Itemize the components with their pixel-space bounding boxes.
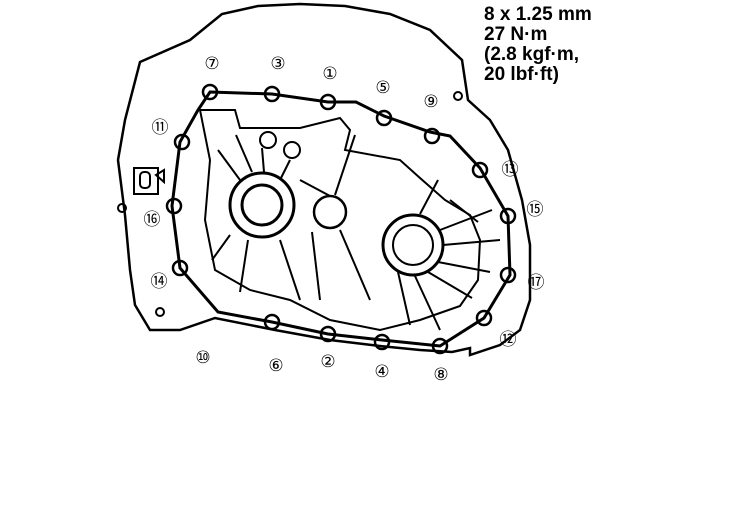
bolt-size: 8 x 1.25 mm: [484, 4, 592, 25]
bolt-number-1: ①: [322, 64, 337, 84]
torque-lbf: 20 lbf·ft): [484, 64, 559, 85]
bolt-hole-6: [263, 313, 281, 331]
torque-nm: 27 N·m: [484, 24, 548, 45]
differential-bore-inner: [392, 224, 434, 266]
left-bracket: [133, 167, 165, 195]
shift-shaft-hole-1: [259, 131, 277, 149]
bolts-layer: [165, 83, 517, 355]
bolt-hole-4: [373, 333, 391, 351]
bolt-hole-2: [319, 325, 337, 343]
bolt-number-4: ④: [374, 362, 389, 382]
bolt-hole-5: [375, 109, 393, 127]
housing-ribs: [211, 134, 501, 331]
bolt-hole-8: [431, 337, 449, 355]
outer-case-outline: [116, 2, 532, 357]
bolt-number-15: ⑮: [527, 200, 544, 220]
bolt-number-7: ⑦: [204, 54, 219, 74]
bolt-hole-3: [263, 85, 281, 103]
bolt-number-3: ③: [270, 54, 285, 74]
torque-kgf: (2.8 kgf·m,: [484, 44, 580, 65]
bolt-number-8: ⑧: [433, 365, 448, 385]
main-shaft-bore-outer: [228, 171, 296, 239]
bolt-hole-16: [165, 197, 183, 215]
gasket-flange-outline: [170, 90, 512, 348]
bolt-number-5: ⑤: [375, 78, 390, 98]
bolt-number-14: ⑭: [151, 272, 168, 292]
bolt-hole-17: [499, 266, 517, 284]
bolt-number-10: ⑩: [195, 348, 210, 368]
bolt-number-17: ⑰: [528, 273, 545, 293]
counter-shaft-bore: [312, 194, 348, 230]
bolt-number-2: ②: [320, 352, 335, 372]
bolt-hole-12: [475, 309, 493, 327]
bolt-hole-11: [173, 133, 191, 151]
bolt-number-16: ⑯: [144, 210, 161, 230]
bolt-hole-15: [499, 207, 517, 225]
torque-spec: 8 x 1.25 mm 27 N·m (2.8 kgf·m, 20 lbf·ft…: [484, 5, 592, 85]
bolt-number-6: ⑥: [268, 356, 283, 376]
main-shaft-bore-inner: [240, 183, 284, 227]
bolt-number-12: ⑫: [500, 330, 517, 350]
bolt-number-11: ⑪: [152, 118, 169, 138]
shift-shaft-hole-2: [283, 141, 301, 159]
bolt-hole-13: [471, 161, 489, 179]
bolt-hole-14: [171, 259, 189, 277]
case-mounting-holes: [117, 91, 463, 317]
bolt-labels-layer: ① ② ③ ④ ⑤ ⑥ ⑦ ⑧ ⑨ ⑩ ⑪ ⑫ ⑬ ⑭ ⑮ ⑯ ⑰: [144, 54, 545, 385]
bolt-hole-7: [201, 83, 219, 101]
bolt-hole-1: [319, 93, 337, 111]
inner-housing: [198, 109, 482, 332]
bolt-number-9: ⑨: [423, 92, 438, 112]
bolt-number-13: ⑬: [502, 160, 519, 180]
bolt-hole-9: [423, 127, 441, 145]
